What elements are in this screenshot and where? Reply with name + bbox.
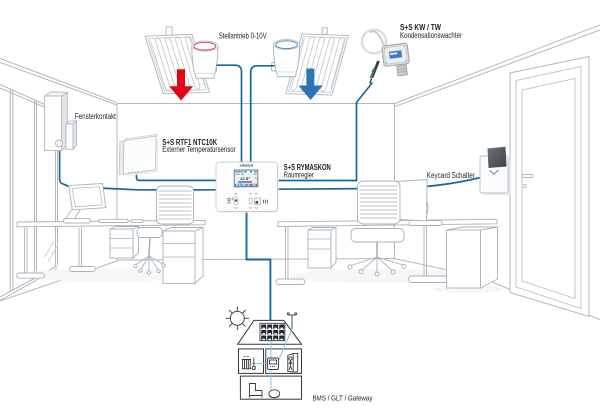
svg-text:22.5°: 22.5°	[240, 177, 250, 181]
svg-text:Fensterkontakt: Fensterkontakt	[75, 112, 117, 121]
svg-text:Stellantrieb 0-10V: Stellantrieb 0-10V	[219, 31, 268, 40]
svg-text:S+S KW / TW: S+S KW / TW	[400, 23, 441, 32]
svg-text:Externer Temperatursensor: Externer Temperatursensor	[162, 145, 236, 154]
svg-text:Raumregler: Raumregler	[284, 171, 314, 180]
svg-text:S+S REGELTECHNIK: S+S REGELTECHNIK	[240, 164, 254, 167]
svg-text:Keycard Schalter: Keycard Schalter	[427, 171, 475, 180]
svg-text:S+S RTF1 NTC10K: S+S RTF1 NTC10K	[162, 138, 217, 147]
svg-text:BMS / GLT / Gateway: BMS / GLT / Gateway	[313, 396, 373, 403]
svg-text:S+S RYMASKON: S+S RYMASKON	[284, 163, 331, 172]
svg-text:Kondensationswachter: Kondensationswachter	[400, 31, 462, 40]
